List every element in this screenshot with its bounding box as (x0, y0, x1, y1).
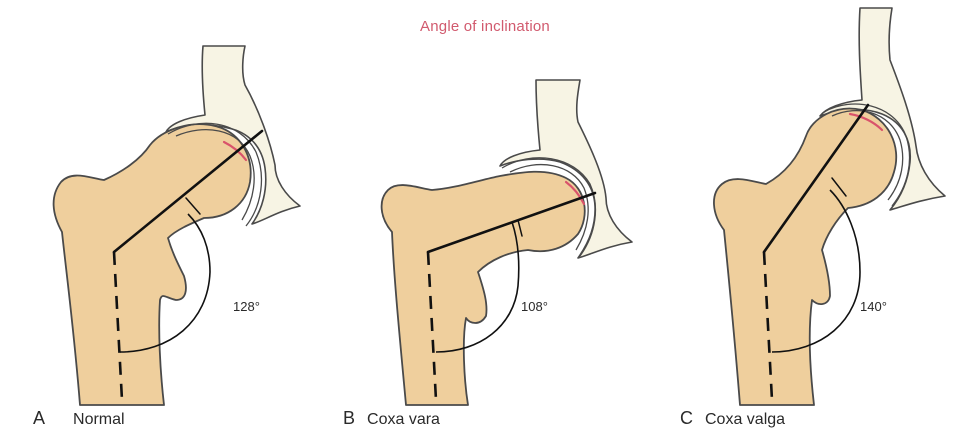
panel-a-caption: A Normal (33, 408, 125, 429)
panel-a-illustration (54, 46, 300, 405)
panel-c-illustration (714, 8, 945, 405)
panel-a-letter: A (33, 408, 45, 429)
panel-b-caption: B Coxa vara (343, 408, 440, 429)
panel-c-label: Coxa valga (705, 411, 785, 428)
panel-b-angle-value: 108° (521, 299, 548, 314)
panel-b-label: Coxa vara (367, 411, 440, 428)
panel-b-letter: B (343, 408, 355, 429)
panel-c-femur (714, 109, 896, 405)
panel-c-letter: C (680, 408, 693, 429)
panel-c-angle-value: 140° (860, 299, 887, 314)
panel-a-angle-value: 128° (233, 299, 260, 314)
panel-c-caption: C Coxa valga (680, 408, 785, 429)
panel-b-illustration (382, 80, 632, 405)
panel-a-label: Normal (73, 411, 125, 428)
panel-a-femur (54, 124, 251, 405)
